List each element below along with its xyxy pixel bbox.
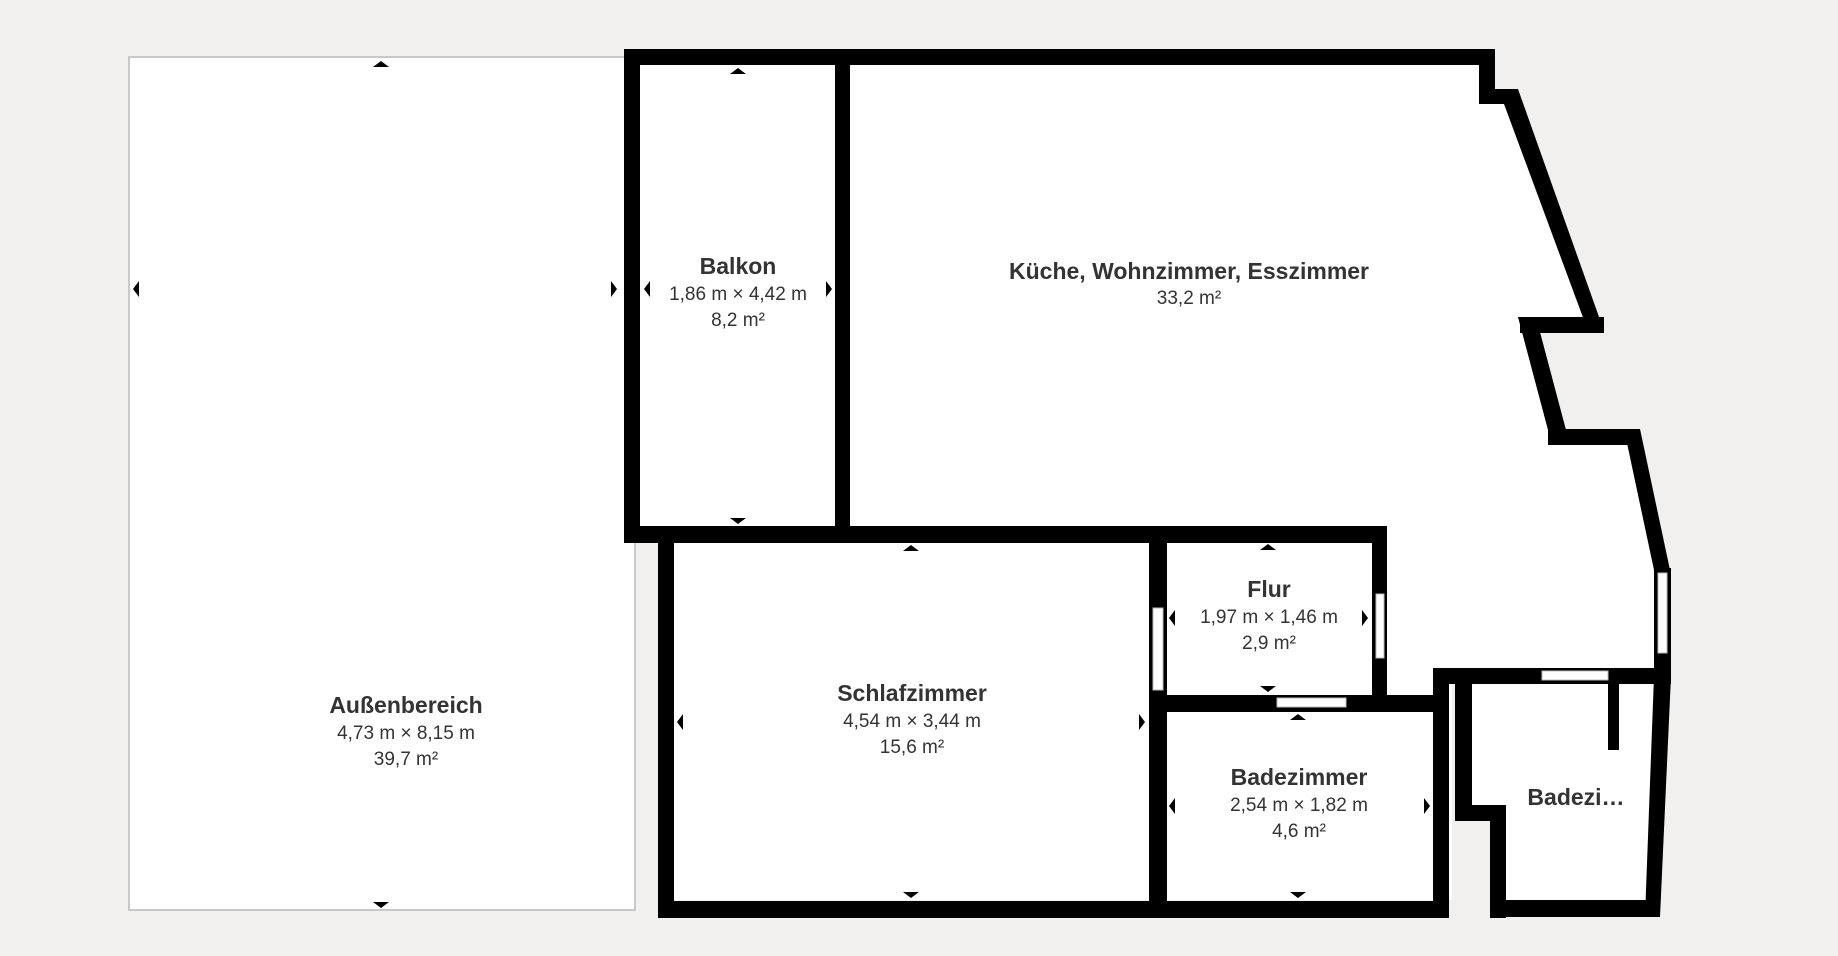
door-kueche-badezimmer2 xyxy=(1541,670,1609,681)
room-name: Schlafzimmer xyxy=(837,680,987,706)
label-aussenbereich: Außenbereich 4,73 m × 8,15 m 39,7 m² xyxy=(329,692,482,771)
label-schlafzimmer: Schlafzimmer 4,54 m × 3,44 m 15,6 m² xyxy=(837,680,987,759)
room-name: Flur xyxy=(1247,576,1291,602)
room-area: 15,6 m² xyxy=(879,737,945,759)
room-name: Außenbereich xyxy=(329,692,483,718)
door-flur-badezimmer xyxy=(1276,697,1347,708)
room-dimensions: 1,86 m × 4,42 m xyxy=(669,284,807,306)
label-kueche-wohnzimmer-esszimmer: Küche, Wohnzimmer, Esszimmer 33,2 m² xyxy=(1009,258,1369,310)
room-name: Badezi… xyxy=(1527,784,1625,810)
room-area: 33,2 m² xyxy=(1156,288,1222,310)
room-dimensions: 1,97 m × 1,46 m xyxy=(1200,607,1338,629)
room-area: 39,7 m² xyxy=(373,749,439,771)
door-flur-kueche xyxy=(1375,593,1385,659)
room-area: 2,9 m² xyxy=(1242,633,1296,655)
room-dimensions: 4,54 m × 3,44 m xyxy=(843,711,981,733)
dimension-markers xyxy=(133,61,1430,908)
label-badezimmer-2: Badezi… xyxy=(1527,784,1624,810)
room-name: Badezimmer xyxy=(1230,764,1368,790)
room-area: 8,2 m² xyxy=(711,310,765,332)
building-floor xyxy=(632,57,1663,908)
room-dimensions: 4,73 m × 8,15 m xyxy=(337,723,475,745)
room-dimensions: 2,54 m × 1,82 m xyxy=(1230,795,1368,817)
openings xyxy=(1152,572,1668,708)
label-badezimmer: Badezimmer 2,54 m × 1,82 m 4,6 m² xyxy=(1230,764,1368,843)
door-schlafzimmer-flur xyxy=(1152,607,1164,691)
room-area: 4,6 m² xyxy=(1272,821,1326,843)
room-aussenbereich[interactable] xyxy=(128,56,636,911)
walls xyxy=(624,49,1671,918)
label-flur: Flur 1,97 m × 1,46 m 2,9 m² xyxy=(1200,576,1338,655)
room-name: Küche, Wohnzimmer, Esszimmer xyxy=(1008,258,1370,284)
window-kueche-right xyxy=(1657,572,1668,654)
room-name: Balkon xyxy=(699,253,777,279)
label-balkon: Balkon 1,86 m × 4,42 m 8,2 m² xyxy=(669,253,807,332)
